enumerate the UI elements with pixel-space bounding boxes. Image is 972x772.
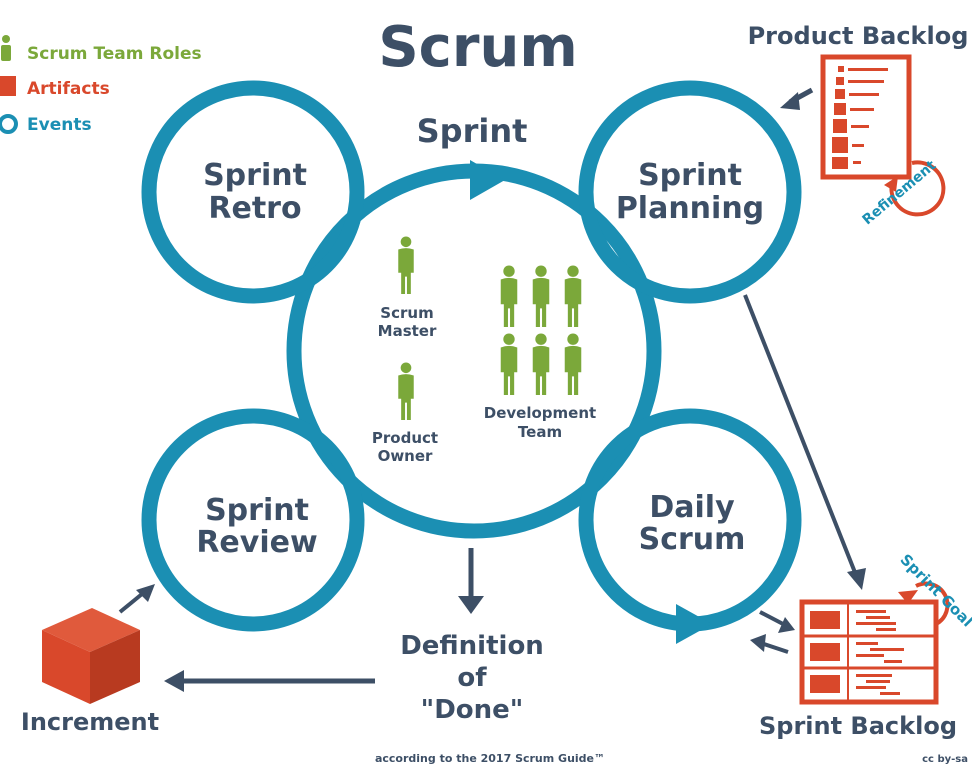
sprint-arrowhead [470,160,505,200]
scrum-master-label-line1: Scrum [380,304,433,322]
footer-source: according to the 2017 Scrum Guide™ [375,752,605,765]
review-label-line2: Review [196,525,317,560]
increment-label: Increment [21,708,159,736]
product-owner-label-line2: Owner [378,447,433,465]
retro-label-line1: Sprint [203,158,307,193]
planning-to-sprint-backlog-arrow [743,294,866,590]
sprint-review-ring [141,408,365,632]
backlog-to-planning-arrow [780,87,814,110]
sprint-backlog-icon [799,599,939,705]
dev-team-label-line1: Development [484,404,596,422]
sprint-goal-loop [915,581,950,626]
product-owner-label-line1: Product [372,429,438,447]
daily-scrum-sprint-backlog-exchange-arrows [750,610,795,654]
artifact-legend-icon [0,76,16,96]
dev-team-label-line2: Team [518,423,562,441]
refinement-arrowhead [884,176,898,192]
legend: Scrum Team Roles Artifacts Events [0,35,202,135]
product-owner-person-icon [398,362,414,420]
increment-cube-icon [42,608,140,704]
retro-label-line2: Retro [208,191,301,226]
dod-to-increment-arrow [164,670,375,692]
sprint-label: Sprint [417,112,528,150]
daily-label-line2: Scrum [639,522,746,557]
footer-license: cc by-sa [922,754,968,765]
dod-label-line3: "Done" [421,695,524,725]
sprint-retro-ring [141,80,365,304]
refinement-loop [889,160,946,217]
legend-artifacts-label: Artifacts [27,79,110,99]
daily-label-line1: Daily [649,490,735,525]
daily-scrum-arrowhead [676,604,712,644]
planning-label-line2: Planning [616,191,764,226]
refinement-label: Refinement [859,157,939,228]
scrum-master-label-line2: Master [378,322,437,340]
increment-to-review-arrow [118,584,155,614]
development-team-icon [500,265,582,395]
legend-events-label: Events [27,115,92,135]
review-label-line1: Sprint [205,493,309,528]
product-backlog-icon [820,54,912,180]
sprint-to-dod-arrow [458,548,484,614]
page-title: Scrum [378,15,577,80]
sprint-goal-arrowhead [898,590,918,604]
dod-label-line2: of [457,663,487,693]
product-backlog-label: Product Backlog [748,22,969,50]
planning-label-line1: Sprint [638,158,742,193]
sprint-backlog-label: Sprint Backlog [759,712,957,740]
dod-label-line1: Definition [400,631,544,661]
role-legend-icon [1,35,11,61]
sprint-planning-ring [578,80,802,304]
scrum-master-person-icon [398,236,414,294]
legend-roles-label: Scrum Team Roles [27,44,202,64]
event-legend-icon [0,114,18,134]
